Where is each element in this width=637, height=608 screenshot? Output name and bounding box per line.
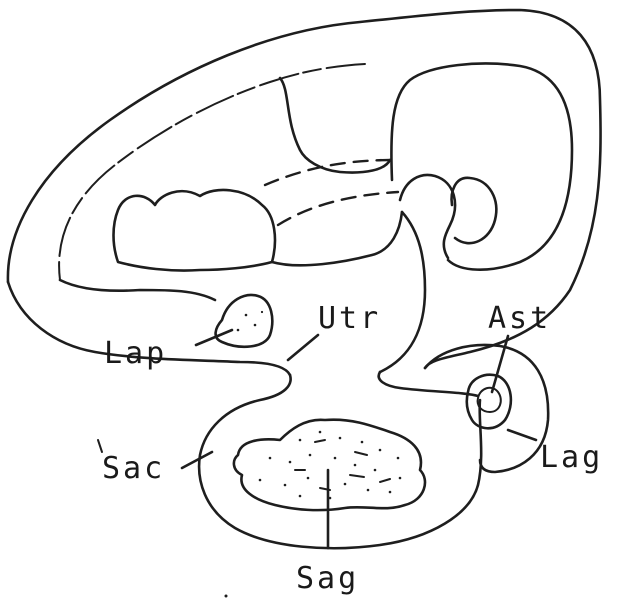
ampulla-scallops [114,190,275,271]
lagena-inner [467,375,511,428]
label-sag: Sag [296,561,359,596]
utricle-saccule-connection [199,375,481,548]
lateral-canal-loop [400,175,455,258]
lagena-outer [425,345,548,472]
label-ast: Ast [488,301,551,336]
dashed-connection-upper [265,160,392,185]
leader-sac [182,452,212,468]
label-lap: Lap [104,336,167,371]
posterior-canal-inner [452,178,497,243]
leader-lag [508,430,536,440]
utricle-lower-right [379,372,478,396]
label-lag: Lag [540,440,603,475]
stray-dot [225,595,228,598]
sagitta-outline [234,420,425,510]
label-sac: Sac [102,451,165,486]
label-utr: Utr [318,301,381,336]
utricle-left-wall [272,212,402,265]
lapillus-outline [216,295,273,347]
utricle-right-wall [380,212,425,372]
leader-utr [288,335,318,360]
dashed-connection-lower [278,192,398,225]
lapillus-stipple [237,311,263,331]
inner-canal-outline-top [280,78,390,173]
left-body-outline [60,280,215,300]
inner-canal-outline-left [59,64,365,280]
